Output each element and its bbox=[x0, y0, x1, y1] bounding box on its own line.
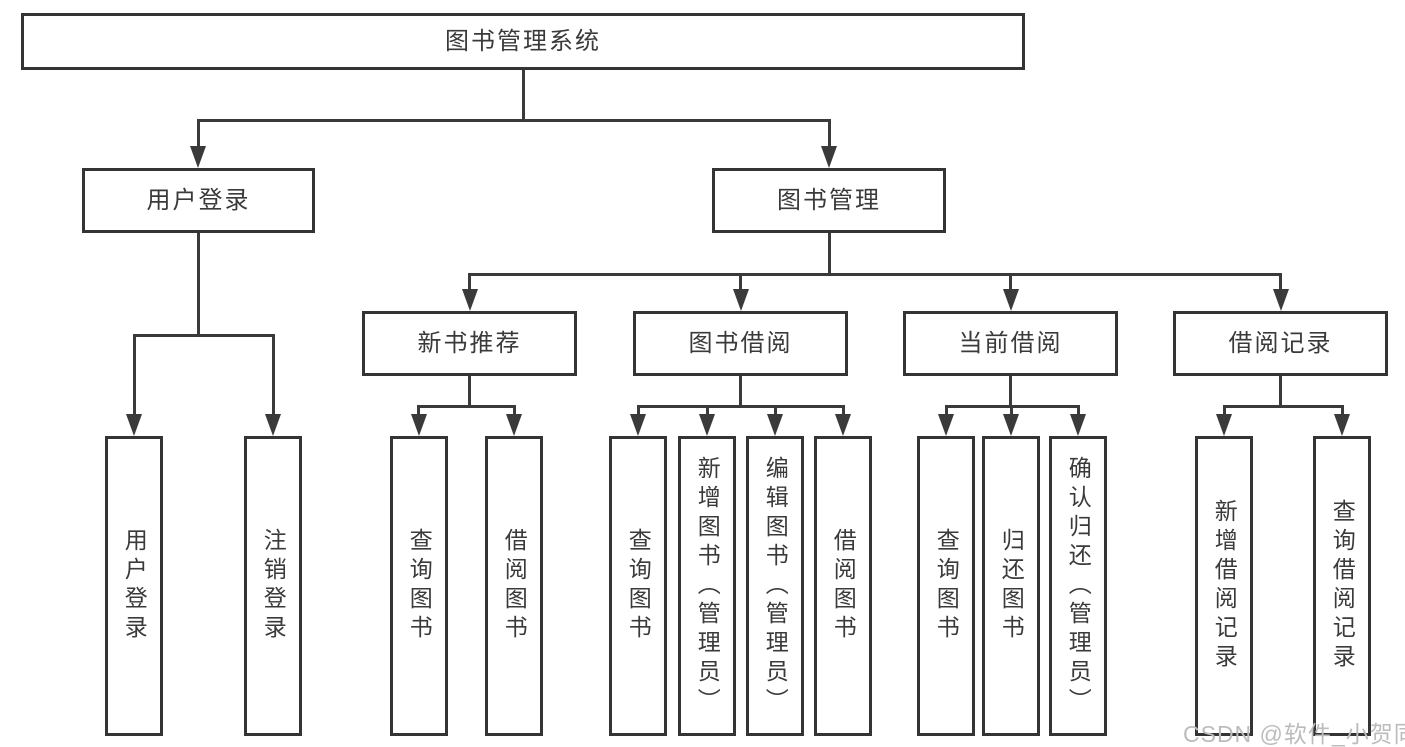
connector-line bbox=[1341, 405, 1344, 416]
arrow-down-icon bbox=[821, 146, 837, 168]
connector-line bbox=[828, 119, 831, 149]
connector-line bbox=[197, 233, 200, 336]
connector-line bbox=[637, 405, 640, 416]
connector-line bbox=[1077, 405, 1080, 416]
connector-line bbox=[739, 273, 742, 292]
leaf-borrowing-borrow-books: 借阅图书 bbox=[814, 436, 872, 736]
connector-line bbox=[1010, 405, 1013, 416]
arrow-down-icon bbox=[1003, 414, 1019, 436]
leaf-records-add-record: 新增借阅记录 bbox=[1195, 436, 1253, 736]
leaf-borrowing-edit-books-admin: 编辑图书（管理员） bbox=[746, 436, 804, 736]
node-book-management-label: 图书管理 bbox=[777, 186, 881, 214]
leaf-borrowing-query-books: 查询图书 bbox=[609, 436, 667, 736]
connector-line bbox=[739, 376, 742, 408]
connector-line bbox=[468, 273, 1282, 276]
leaf-user-login-label: 用户登录 bbox=[121, 528, 148, 644]
leaf-records-query-record-label: 查询借阅记录 bbox=[1329, 499, 1356, 673]
leaf-current-confirm-return-admin-label: 确认归还（管理员） bbox=[1065, 455, 1092, 717]
node-borrowing-records-label: 借阅记录 bbox=[1228, 329, 1333, 357]
leaf-borrowing-add-books-admin: 新增图书（管理员） bbox=[678, 436, 736, 736]
connector-line bbox=[513, 405, 516, 416]
arrow-down-icon bbox=[767, 414, 783, 436]
node-book-management: 图书管理 bbox=[712, 168, 946, 233]
connector-line bbox=[945, 405, 948, 416]
leaf-logout-label: 注销登录 bbox=[260, 528, 287, 644]
arrow-down-icon bbox=[462, 289, 478, 311]
connector-line bbox=[133, 334, 136, 416]
arrow-down-icon bbox=[699, 414, 715, 436]
arrow-down-icon bbox=[630, 414, 646, 436]
node-new-book-recommend: 新书推荐 bbox=[362, 311, 577, 376]
connector-line bbox=[468, 376, 471, 408]
connector-line bbox=[1223, 405, 1226, 416]
arrow-down-icon bbox=[1216, 414, 1232, 436]
connector-line bbox=[1279, 273, 1282, 292]
leaf-current-query-books-label: 查询图书 bbox=[933, 528, 960, 644]
leaf-recommend-query-books-label: 查询图书 bbox=[406, 528, 433, 644]
leaf-current-return-books: 归还图书 bbox=[982, 436, 1040, 736]
leaf-current-query-books: 查询图书 bbox=[917, 436, 975, 736]
node-current-borrowing-label: 当前借阅 bbox=[958, 329, 1063, 357]
arrow-down-icon bbox=[938, 414, 954, 436]
leaf-current-confirm-return-admin: 确认归还（管理员） bbox=[1049, 436, 1107, 736]
connector-line bbox=[1009, 376, 1012, 408]
arrow-down-icon bbox=[411, 414, 427, 436]
node-root-label: 图书管理系统 bbox=[445, 27, 601, 55]
leaf-borrowing-edit-books-admin-label: 编辑图书（管理员） bbox=[762, 455, 789, 717]
arrow-down-icon bbox=[1070, 414, 1086, 436]
connector-line bbox=[272, 334, 275, 416]
arrow-down-icon bbox=[265, 414, 281, 436]
leaf-logout: 注销登录 bbox=[244, 436, 302, 736]
arrow-down-icon bbox=[1334, 414, 1350, 436]
node-book-borrowing: 图书借阅 bbox=[633, 311, 848, 376]
leaf-borrowing-borrow-books-label: 借阅图书 bbox=[830, 528, 857, 644]
connector-line bbox=[197, 119, 200, 149]
leaf-records-query-record: 查询借阅记录 bbox=[1313, 436, 1371, 736]
arrow-down-icon bbox=[190, 146, 206, 168]
node-new-book-recommend-label: 新书推荐 bbox=[417, 329, 522, 357]
connector-line bbox=[1223, 405, 1343, 408]
connector-line bbox=[522, 70, 525, 122]
leaf-recommend-borrow-books: 借阅图书 bbox=[485, 436, 543, 736]
leaf-borrowing-add-books-admin-label: 新增图书（管理员） bbox=[694, 455, 721, 717]
csdn-watermark: CSDN @软件_小贺同学 bbox=[1183, 721, 1405, 747]
node-user-login-label: 用户登录 bbox=[146, 186, 251, 214]
node-user-login: 用户登录 bbox=[82, 168, 315, 233]
connector-line bbox=[828, 233, 831, 276]
leaf-user-login: 用户登录 bbox=[105, 436, 163, 736]
arrow-down-icon bbox=[126, 414, 142, 436]
connector-line bbox=[133, 334, 275, 337]
leaf-current-return-books-label: 归还图书 bbox=[998, 528, 1025, 644]
connector-line bbox=[1279, 376, 1282, 408]
node-root: 图书管理系统 bbox=[21, 13, 1025, 70]
arrow-down-icon bbox=[1003, 289, 1019, 311]
leaf-borrowing-query-books-label: 查询图书 bbox=[625, 528, 652, 644]
leaf-recommend-query-books: 查询图书 bbox=[390, 436, 448, 736]
arrow-down-icon bbox=[733, 289, 749, 311]
arrow-down-icon bbox=[835, 414, 851, 436]
node-borrowing-records: 借阅记录 bbox=[1173, 311, 1388, 376]
connector-line bbox=[197, 119, 831, 122]
arrow-down-icon bbox=[1273, 289, 1289, 311]
connector-line bbox=[842, 405, 845, 416]
connector-line bbox=[417, 405, 516, 408]
connector-line bbox=[637, 405, 845, 408]
connector-line bbox=[1009, 273, 1012, 292]
node-book-borrowing-label: 图书借阅 bbox=[688, 329, 793, 357]
connector-line bbox=[706, 405, 709, 416]
leaf-recommend-borrow-books-label: 借阅图书 bbox=[501, 528, 528, 644]
node-current-borrowing: 当前借阅 bbox=[903, 311, 1118, 376]
leaf-records-add-record-label: 新增借阅记录 bbox=[1211, 499, 1238, 673]
connector-line bbox=[468, 273, 471, 292]
connector-line bbox=[774, 405, 777, 416]
connector-line bbox=[417, 405, 420, 416]
arrow-down-icon bbox=[506, 414, 522, 436]
